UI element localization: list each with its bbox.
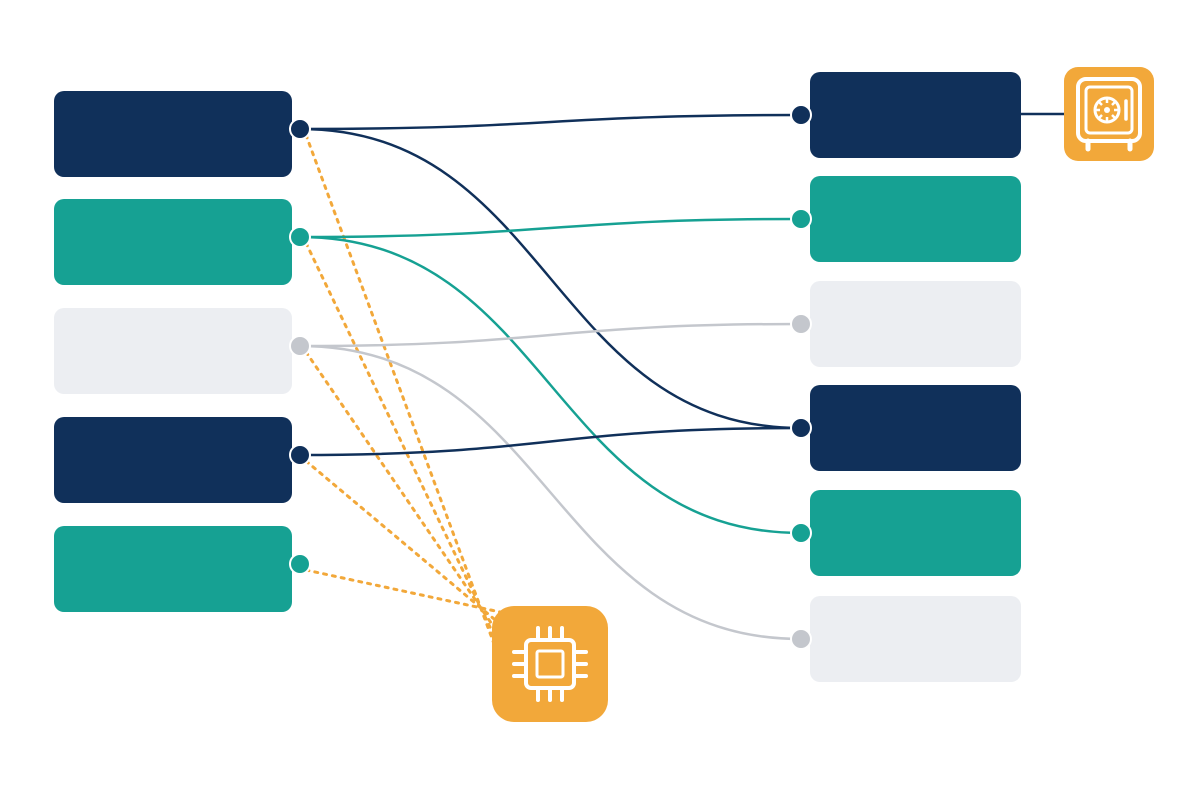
left-port-5[interactable] — [289, 553, 311, 575]
link-l3-r3 — [299, 322, 802, 348]
processor-link-5 — [304, 568, 502, 614]
link-l2-r5 — [299, 235, 802, 535]
right-port-5[interactable] — [790, 522, 812, 544]
link-l2-r2 — [299, 217, 802, 239]
right-port-2[interactable] — [790, 208, 812, 230]
right-node-5[interactable] — [810, 490, 1021, 576]
right-port-4[interactable] — [790, 417, 812, 439]
right-node-2[interactable] — [810, 176, 1021, 262]
link-l3-r6 — [299, 344, 802, 641]
link-l1-r1 — [299, 113, 802, 131]
processor-link-3 — [304, 350, 502, 638]
right-port-1[interactable] — [790, 104, 812, 126]
right-node-3[interactable] — [810, 281, 1021, 367]
storage-badge[interactable] — [1064, 67, 1154, 161]
right-node-6[interactable] — [810, 596, 1021, 682]
processor-link-2 — [304, 241, 502, 650]
left-port-1[interactable] — [289, 118, 311, 140]
processor-badge[interactable] — [492, 606, 608, 722]
safe-vault-icon — [1076, 77, 1142, 152]
right-node-4[interactable] — [810, 385, 1021, 471]
left-node-4[interactable] — [54, 417, 292, 503]
left-port-3[interactable] — [289, 335, 311, 357]
right-node-1[interactable] — [810, 72, 1021, 158]
left-node-1[interactable] — [54, 91, 292, 177]
processor-link-1 — [304, 133, 502, 662]
left-port-4[interactable] — [289, 444, 311, 466]
link-l1-r4 — [299, 127, 802, 430]
cpu-chip-icon — [512, 626, 588, 702]
left-node-5[interactable] — [54, 526, 292, 612]
right-port-6[interactable] — [790, 628, 812, 650]
left-node-3[interactable] — [54, 308, 292, 394]
right-port-3[interactable] — [790, 313, 812, 335]
link-l4-r4 — [299, 426, 802, 457]
processor-link-4 — [304, 459, 502, 626]
left-node-2[interactable] — [54, 199, 292, 285]
left-port-2[interactable] — [289, 226, 311, 248]
